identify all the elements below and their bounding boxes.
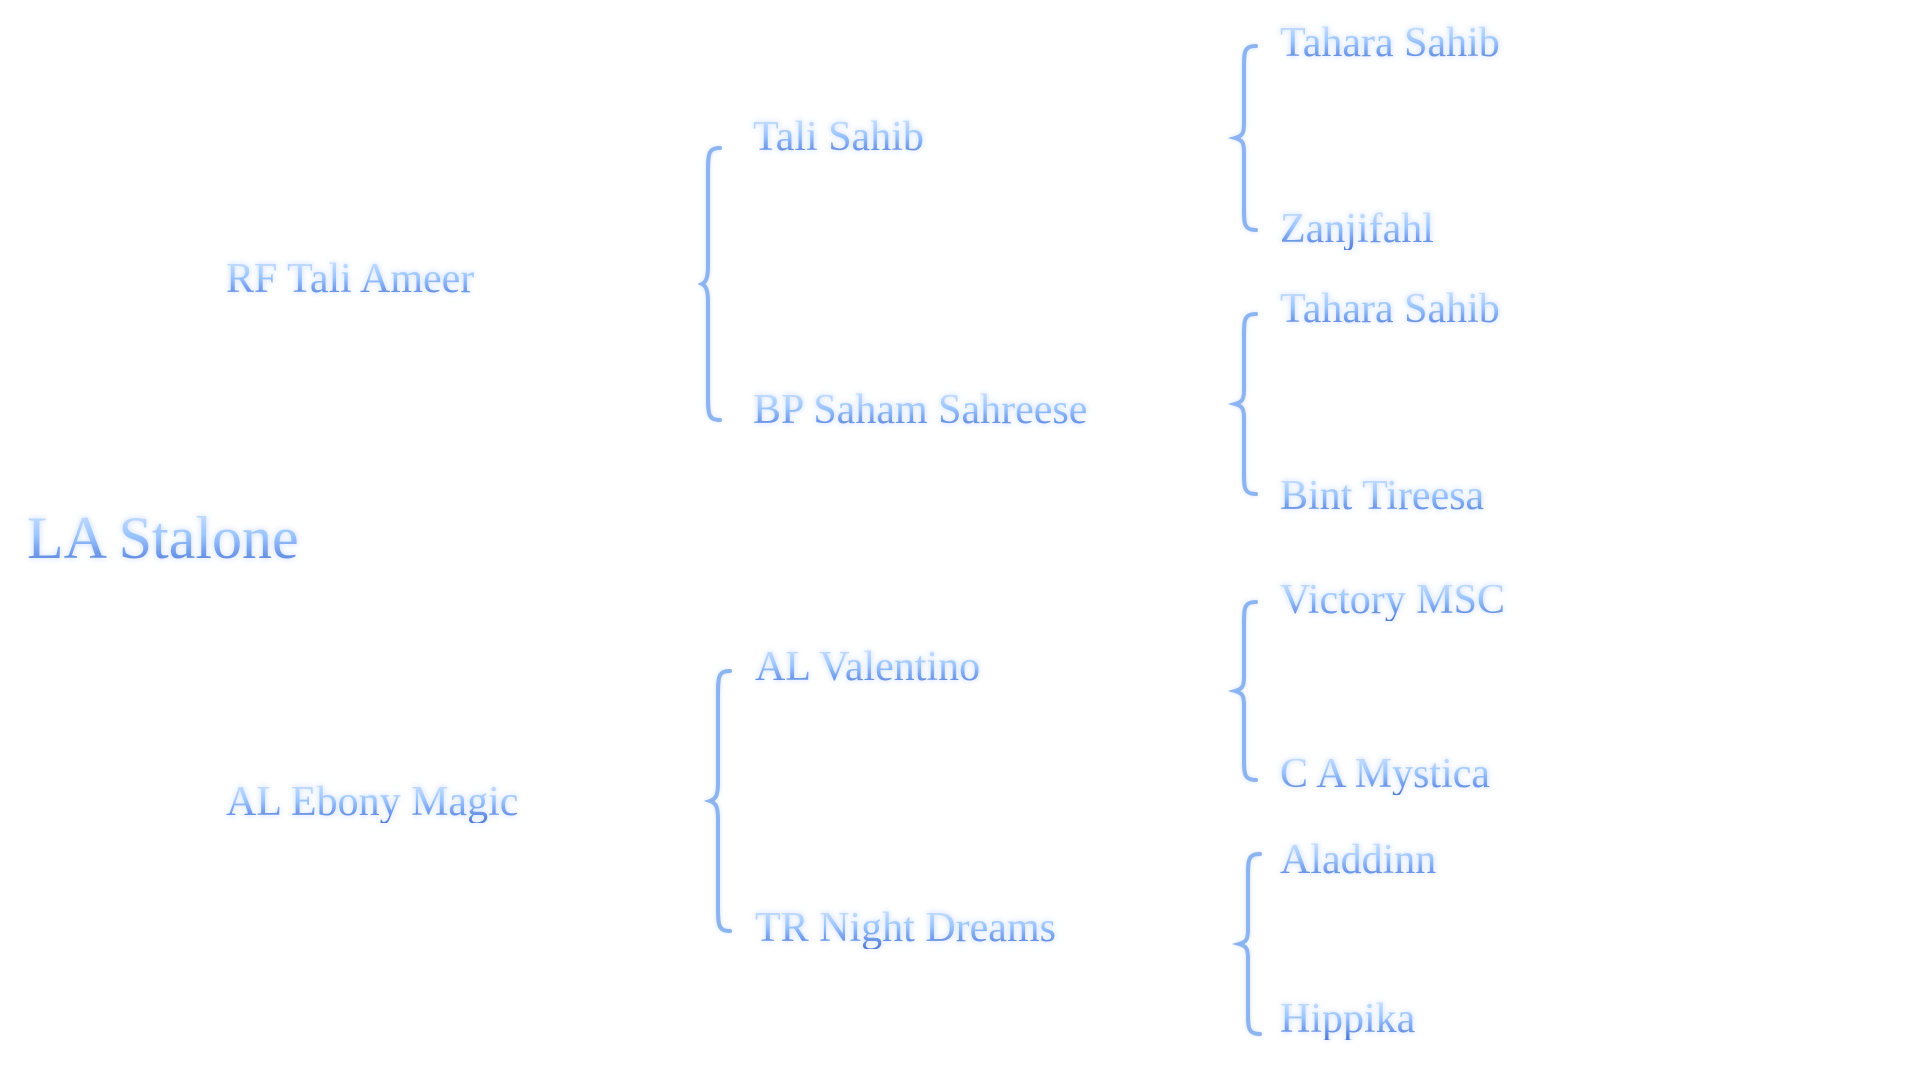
ancestor-8: Hippika <box>1280 996 1416 1042</box>
brace-gen3-4 <box>1231 852 1262 1036</box>
ancestor-5: Victory MSC <box>1280 577 1505 623</box>
brace-sire <box>697 146 722 422</box>
brace-gen3-3 <box>1227 600 1258 782</box>
brace-gen3-1 <box>1227 44 1258 232</box>
sire-dam: BP Saham Sahreese <box>753 387 1088 433</box>
dam: AL Ebony Magic <box>226 779 519 825</box>
horse-subject: LA Stalone <box>27 505 299 571</box>
ancestor-6: C A Mystica <box>1280 751 1491 797</box>
ancestor-1: Tahara Sahib <box>1280 20 1500 66</box>
brace-gen3-2 <box>1227 312 1258 496</box>
ancestor-3: Tahara Sahib <box>1280 286 1500 332</box>
dam-dam: TR Night Dreams <box>755 905 1056 951</box>
brace-dam <box>703 669 732 933</box>
sire: RF Tali Ameer <box>226 256 475 302</box>
dam-sire: AL Valentino <box>755 644 981 690</box>
ancestor-4: Bint Tireesa <box>1280 473 1485 519</box>
sire-sire: Tali Sahib <box>753 114 924 160</box>
ancestor-2: Zanjifahl <box>1280 206 1434 252</box>
ancestor-7: Aladdinn <box>1280 837 1437 883</box>
